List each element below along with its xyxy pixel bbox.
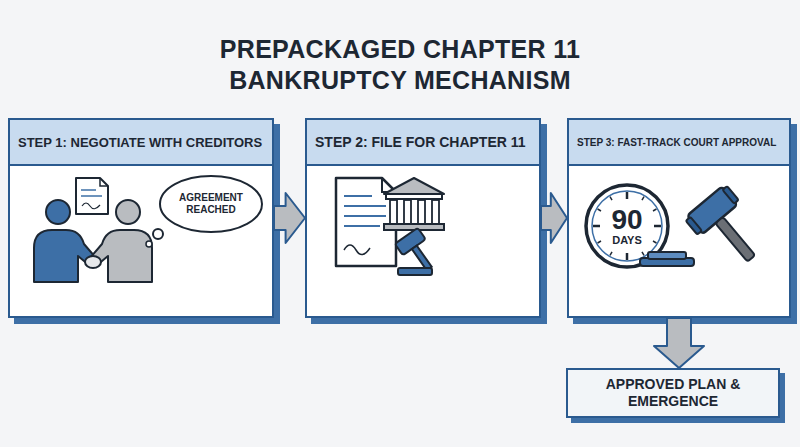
clock-tick xyxy=(626,253,629,260)
bank-building-part xyxy=(384,178,444,194)
gavel-icon-part-part xyxy=(412,246,432,271)
step-box: STEP 3: FAST-TRACK COURT APPROVAL 90DAYS xyxy=(567,118,791,318)
court-gavel-part xyxy=(648,252,686,259)
clock-tick xyxy=(598,209,601,211)
filing-document-part xyxy=(344,215,386,217)
document-icon xyxy=(76,178,108,214)
filing-document-part xyxy=(344,225,380,227)
clock-ring xyxy=(592,191,662,261)
filing-document-part xyxy=(344,205,386,207)
filing-document xyxy=(336,178,396,266)
step-heading: STEP 2: FILE FOR CHAPTER 11 xyxy=(315,134,526,150)
flow-arrow xyxy=(654,318,704,368)
clock-tick xyxy=(610,252,612,255)
thought-dots xyxy=(146,229,163,247)
clock-tick xyxy=(642,252,644,255)
thought-dots-part xyxy=(146,241,152,247)
court-gavel xyxy=(640,184,773,275)
thought-bubble: AGREEMENT REACHED xyxy=(158,174,264,234)
handshake-part xyxy=(85,256,101,268)
handshake xyxy=(85,256,101,268)
document-icon-part xyxy=(81,189,96,191)
person-gray-part xyxy=(116,200,140,224)
flow-arrow xyxy=(541,193,567,243)
bank-building-part xyxy=(386,194,442,199)
court-gavel-part-part xyxy=(686,217,702,235)
court-gavel-part xyxy=(684,184,773,275)
filing-document-part xyxy=(344,245,370,255)
clock-face xyxy=(586,185,668,267)
step-heading: STEP 1: NEGOTIATE WITH CREDITORS xyxy=(18,135,262,150)
document-icon-part xyxy=(100,178,108,186)
clock-content: 90DAYS xyxy=(583,182,671,270)
diagram-title: PREPACKAGED CHAPTER 11 BANKRUPTCY MECHAN… xyxy=(190,34,610,96)
court-gavel-part-part xyxy=(722,186,738,204)
bank-building-part xyxy=(432,200,439,224)
bubble-shape xyxy=(160,176,262,232)
outcome-box: APPROVED PLAN & EMERGENCE xyxy=(566,368,780,418)
step-header-band: STEP 1: NEGOTIATE WITH CREDITORS xyxy=(10,120,272,166)
bubble-content: AGREEMENT REACHED xyxy=(158,174,264,234)
clock-tick xyxy=(653,241,656,243)
flow-arrow-shape xyxy=(274,193,305,243)
outcome-label: APPROVED PLAN & EMERGENCE xyxy=(598,376,748,410)
document-icon-part xyxy=(81,195,102,197)
clock-tick xyxy=(653,209,656,211)
document-icon-part xyxy=(82,203,100,209)
clock-timer: 90DAYS xyxy=(583,182,671,270)
person-gray xyxy=(90,200,152,282)
gavel-icon-part xyxy=(398,268,432,275)
day-count: 90 xyxy=(611,206,642,234)
gavel-icon-part-part xyxy=(395,228,426,256)
flow-arrow-shape xyxy=(541,193,567,243)
filing-document-part xyxy=(344,195,372,197)
clock-tick xyxy=(610,197,612,200)
clock-tick xyxy=(598,241,601,243)
flow-arrow-shape xyxy=(654,318,704,368)
step-header-band: STEP 3: FAST-TRACK COURT APPROVAL xyxy=(569,120,789,166)
thought-dots-part xyxy=(153,229,163,239)
clock-tick xyxy=(642,197,644,200)
filing-document-part xyxy=(336,178,396,266)
clock-tick xyxy=(626,192,629,199)
step-box: STEP 2: FILE FOR CHAPTER 11 xyxy=(305,118,541,318)
step-heading: STEP 3: FAST-TRACK COURT APPROVAL xyxy=(577,137,776,148)
bank-building-part xyxy=(390,200,397,224)
step-box: STEP 1: NEGOTIATE WITH CREDITORS AGREEMEN… xyxy=(8,118,274,318)
clock-tick xyxy=(654,225,661,228)
gavel-icon-part xyxy=(395,228,441,277)
bubble-label: AGREEMENT REACHED xyxy=(173,192,249,216)
court-gavel-part-part xyxy=(715,217,755,262)
flow-arrow xyxy=(274,193,305,243)
bank-building xyxy=(384,178,444,230)
person-blue-part xyxy=(34,230,96,282)
court-gavel-part-part xyxy=(687,186,738,234)
filing-document-part xyxy=(382,178,396,192)
document-icon-part xyxy=(76,178,108,214)
person-blue-part xyxy=(46,200,70,224)
day-unit: DAYS xyxy=(612,234,642,246)
step-header-band: STEP 2: FILE FOR CHAPTER 11 xyxy=(307,120,539,166)
clock-tick xyxy=(593,225,600,228)
person-blue xyxy=(34,200,96,282)
bank-building-part xyxy=(418,200,425,224)
bank-building-part xyxy=(384,224,444,230)
person-gray-part xyxy=(90,230,152,282)
gavel-icon xyxy=(395,228,441,277)
bank-building-part xyxy=(404,200,411,224)
court-gavel-part xyxy=(640,258,694,266)
